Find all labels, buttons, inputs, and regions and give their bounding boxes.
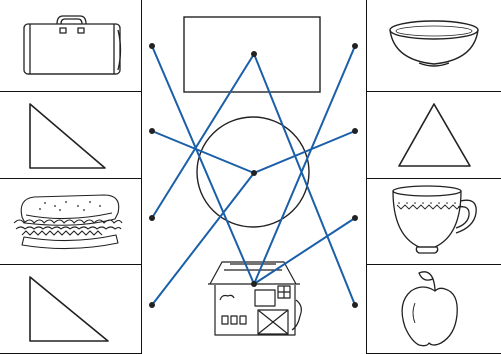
connection-line-right-3	[254, 54, 355, 305]
right-dot-2[interactable]	[352, 215, 358, 221]
left-dot-3[interactable]	[149, 302, 155, 308]
connection-line-right-2	[254, 218, 355, 284]
center-dot-1[interactable]	[251, 170, 257, 176]
center-dot-2[interactable]	[251, 281, 257, 287]
center-dot-0[interactable]	[251, 51, 257, 57]
left-dot-2[interactable]	[149, 215, 155, 221]
right-dot-0[interactable]	[352, 43, 358, 49]
right-dot-1[interactable]	[352, 128, 358, 134]
left-dot-0[interactable]	[149, 43, 155, 49]
left-dot-1[interactable]	[149, 128, 155, 134]
connection-line-right-0	[254, 46, 355, 284]
connection-line-left-0	[152, 46, 254, 284]
right-dot-3[interactable]	[352, 302, 358, 308]
